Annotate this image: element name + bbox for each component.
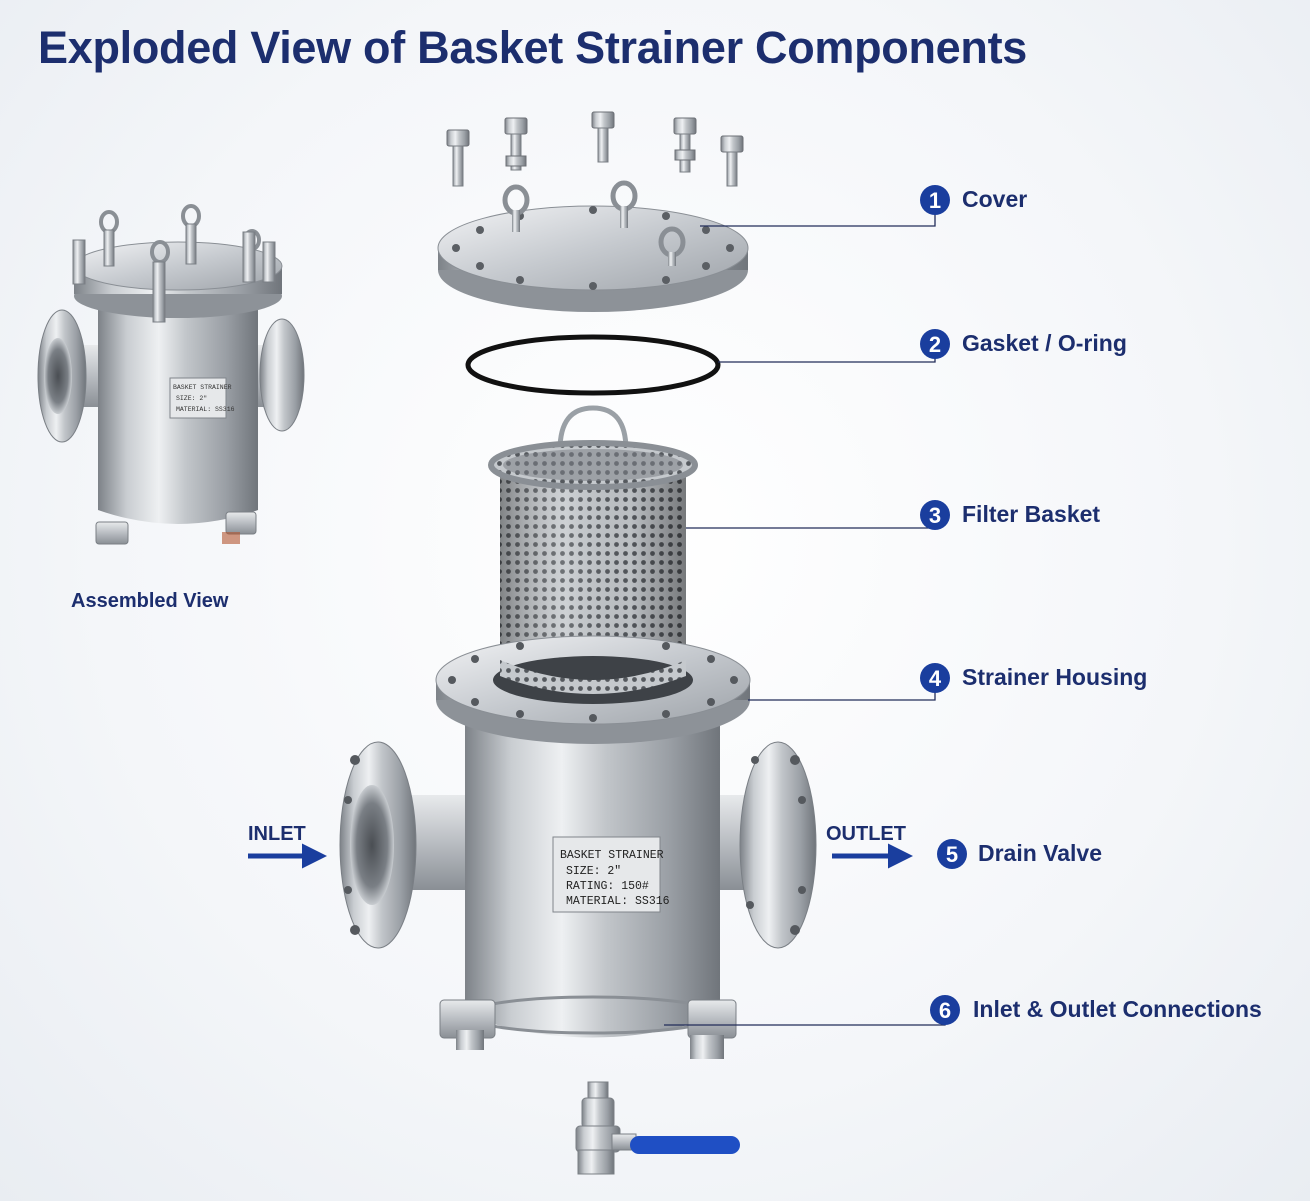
callout-filter-basket: 3 Filter Basket — [920, 500, 1100, 530]
nameplate-line-4: MATERIAL: SS316 — [566, 895, 670, 908]
svg-text:2: 2 — [929, 332, 941, 357]
bolt-icon — [504, 117, 528, 171]
nameplate-line-2: SIZE: 2" — [566, 865, 621, 878]
filter-basket — [488, 405, 698, 690]
bolt-icon — [720, 135, 744, 187]
number-badge-icon — [920, 663, 950, 693]
mini-nameplate-line-3: MATERIAL: SS316 — [176, 406, 235, 413]
bolt-icon — [446, 129, 470, 187]
callout-strainer-housing: 4 Strainer Housing — [920, 663, 1147, 693]
valve-handle — [630, 1136, 740, 1154]
number-badge-icon — [930, 995, 960, 1025]
page-title: Exploded View of Basket Strainer Compone… — [38, 22, 1027, 73]
callout-connections: 6 Inlet & Outlet Connections — [930, 995, 1262, 1025]
number-badge-icon — [937, 839, 967, 869]
svg-text:5: 5 — [946, 842, 958, 867]
callout-label: Inlet & Outlet Connections — [973, 996, 1262, 1022]
callout-label: Strainer Housing — [962, 664, 1147, 690]
assembled-view-caption: Assembled View — [71, 590, 229, 612]
svg-text:4: 4 — [929, 666, 942, 691]
mini-nameplate-line-1: BASKET STRAINER — [173, 384, 232, 391]
eyebolt-icon — [502, 184, 530, 232]
eyebolt-icon — [610, 180, 638, 228]
outlet-label: OUTLET — [826, 823, 906, 845]
mini-nameplate-line-2: SIZE: 2" — [176, 395, 207, 402]
gasket-o-ring — [465, 334, 721, 396]
eyebolt-icon — [658, 226, 686, 266]
callout-label: Drain Valve — [978, 840, 1102, 866]
bolt-icon — [673, 117, 697, 173]
cover-bolts — [446, 111, 744, 187]
callout-label: Cover — [962, 186, 1027, 212]
bolt-icon — [591, 111, 615, 163]
number-badge-icon — [920, 185, 950, 215]
nameplate-line-3: RATING: 150# — [566, 880, 649, 893]
housing-foot — [439, 999, 496, 1050]
callout-drain-valve: 5 Drain Valve — [937, 839, 1102, 869]
strainer-housing: BASKET STRAINER SIZE: 2" RATING: 150# MA… — [339, 635, 817, 1059]
svg-text:6: 6 — [939, 998, 951, 1023]
cover-plate — [437, 180, 749, 312]
callout-label: Filter Basket — [962, 501, 1100, 527]
inlet-label: INLET — [248, 823, 306, 845]
callout-gasket: 2 Gasket / O-ring — [920, 329, 1127, 359]
inlet-indicator: INLET — [248, 823, 327, 869]
callout-label: Gasket / O-ring — [962, 330, 1127, 356]
outlet-indicator: OUTLET — [826, 823, 913, 869]
nameplate: BASKET STRAINER SIZE: 2" RATING: 150# MA… — [552, 836, 670, 913]
svg-text:3: 3 — [929, 503, 941, 528]
callout-cover: 1 Cover — [920, 185, 1027, 215]
svg-text:1: 1 — [929, 188, 941, 213]
nameplate-line-1: BASKET STRAINER — [560, 849, 664, 862]
number-badge-icon — [920, 500, 950, 530]
assembled-view: BASKET STRAINER SIZE: 2" MATERIAL: SS316 — [37, 204, 305, 545]
drain-valve — [575, 1081, 740, 1175]
number-badge-icon — [920, 329, 950, 359]
housing-foot — [687, 999, 737, 1059]
